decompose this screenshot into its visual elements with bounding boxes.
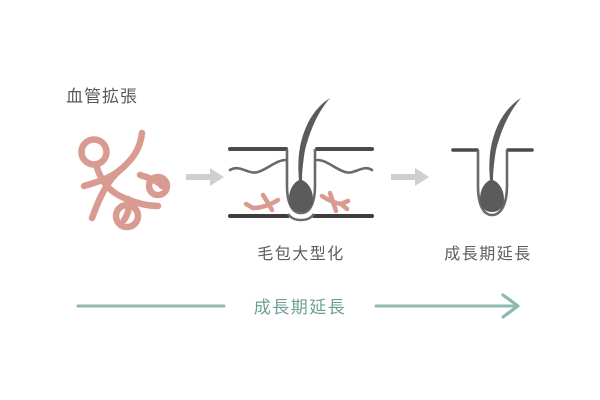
step-label-anagen-extension: 成長期延長 (444, 244, 532, 263)
hair-shaft (289, 98, 330, 212)
hair-shaft (480, 98, 521, 212)
bottom-banner-label: 成長期延長 (253, 298, 347, 318)
page-title: 血管拡張 (66, 87, 138, 107)
step-label-follicle-enlargement: 毛包大型化 (257, 244, 345, 263)
